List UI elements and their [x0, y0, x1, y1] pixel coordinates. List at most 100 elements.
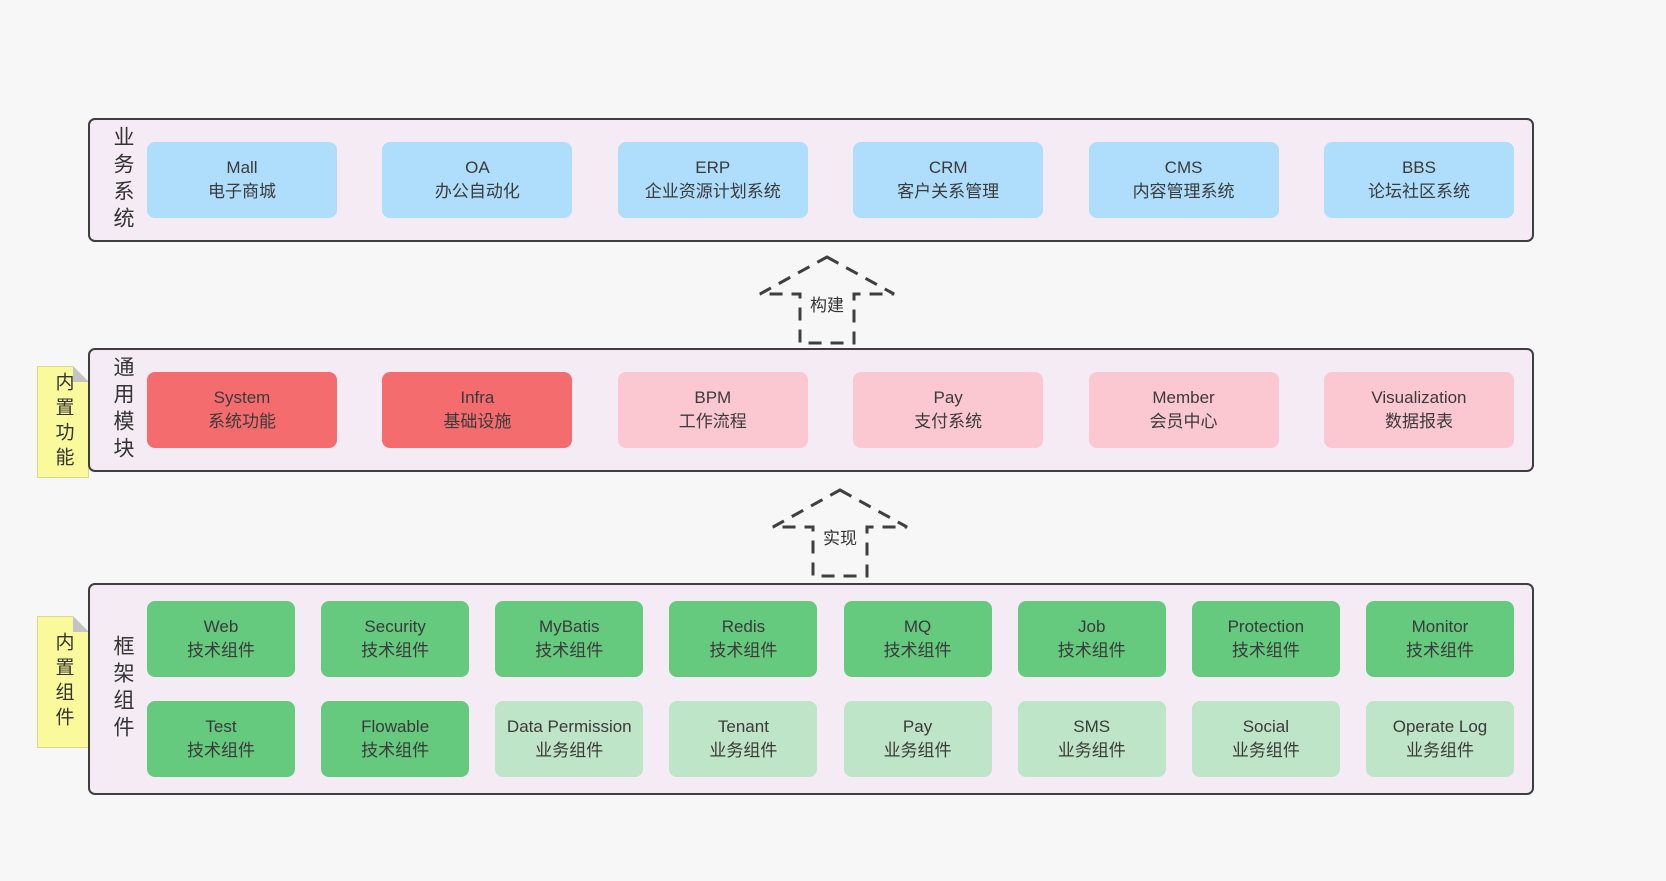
- layer-label-framework-components: 框架组件: [111, 635, 134, 743]
- box-subtitle: 业务组件: [1405, 741, 1474, 760]
- box-subtitle: 基础设施: [443, 412, 512, 431]
- component-rows: Web 技术组件 Security 技术组件 MyBatis 技术组件 Redi…: [147, 601, 1514, 777]
- sticky-note-text: 内置功能: [52, 372, 74, 472]
- sticky-note-text: 内置组件: [52, 632, 74, 732]
- box-title: Security: [364, 617, 426, 636]
- box-monitor: Monitor 技术组件: [1365, 601, 1514, 677]
- box-title: Social: [1242, 717, 1289, 736]
- box-mq: MQ 技术组件: [843, 601, 992, 677]
- layer-label-common-modules: 通用模块: [111, 356, 134, 464]
- box-title: Infra: [460, 388, 495, 407]
- box-sms: SMS 业务组件: [1017, 701, 1166, 777]
- box-title: CRM: [928, 158, 968, 177]
- box-subtitle: 内容管理系统: [1132, 182, 1235, 201]
- box-web: Web 技术组件: [147, 601, 295, 677]
- box-subtitle: 企业资源计划系统: [644, 182, 781, 201]
- box-subtitle: 技术组件: [709, 641, 778, 660]
- box-title: BBS: [1401, 158, 1436, 177]
- arrow-build-label: 构建: [807, 290, 847, 317]
- box-title: Mall: [226, 158, 258, 177]
- box-subtitle: 技术组件: [187, 641, 255, 660]
- box-redis: Redis 技术组件: [669, 601, 818, 677]
- box-subtitle: 支付系统: [914, 412, 983, 431]
- layer-framework-components: 框架组件 Web 技术组件 Security 技术组件 MyBatis 技术组件…: [88, 583, 1534, 795]
- box-pay: Pay 支付系统: [853, 372, 1044, 448]
- box-social: Social 业务组件: [1191, 701, 1340, 777]
- box-flowable: Flowable 技术组件: [321, 701, 470, 777]
- box-subtitle: 业务组件: [883, 741, 952, 760]
- box-security: Security 技术组件: [321, 601, 470, 677]
- box-title: Test: [205, 717, 237, 736]
- box-system: System 系统功能: [147, 372, 337, 448]
- business-box-row: Mall 电子商城 OA 办公自动化 ERP 企业资源计划系统 CRM 客户关系…: [147, 142, 1514, 218]
- box-title: ERP: [695, 158, 731, 177]
- box-subtitle: 业务组件: [1231, 741, 1300, 760]
- box-subtitle: 办公自动化: [434, 182, 520, 201]
- box-infra: Infra 基础设施: [382, 372, 573, 448]
- box-title: Redis: [721, 617, 766, 636]
- box-crm: CRM 客户关系管理: [853, 142, 1044, 218]
- box-visualization: Visualization 数据报表: [1323, 372, 1514, 448]
- layer-business-systems: 业务系统 Mall 电子商城 OA 办公自动化 ERP 企业资源计划系统 CRM…: [88, 118, 1534, 242]
- module-box-row: System 系统功能 Infra 基础设施 BPM 工作流程 Pay 支付系统…: [147, 372, 1514, 448]
- box-subtitle: 业务组件: [1057, 741, 1126, 760]
- box-mybatis: MyBatis 技术组件: [495, 601, 644, 677]
- box-title: Pay: [933, 388, 963, 407]
- box-subtitle: 会员中心: [1149, 412, 1218, 431]
- box-title: Data Permission: [506, 717, 632, 736]
- box-subtitle: 技术组件: [361, 741, 430, 760]
- box-title: Monitor: [1411, 617, 1469, 636]
- box-title: System: [213, 388, 271, 407]
- box-test: Test 技术组件: [147, 701, 295, 777]
- layer-common-modules: 通用模块 System 系统功能 Infra 基础设施 BPM 工作流程 Pay…: [88, 348, 1534, 472]
- box-subtitle: 论坛社区系统: [1367, 182, 1470, 201]
- box-bpm: BPM 工作流程: [617, 372, 808, 448]
- box-subtitle: 业务组件: [535, 741, 604, 760]
- box-title: CMS: [1164, 158, 1203, 177]
- box-title: Flowable: [361, 717, 430, 736]
- box-title: Job: [1077, 617, 1106, 636]
- sticky-note-builtin-features: 内置功能: [37, 366, 89, 478]
- box-subtitle: 技术组件: [1231, 641, 1300, 660]
- box-title: OA: [465, 158, 490, 177]
- component-row-2: Test 技术组件 Flowable 技术组件 Data Permission …: [147, 701, 1514, 777]
- box-subtitle: 业务组件: [709, 741, 778, 760]
- box-subtitle: 技术组件: [535, 641, 604, 660]
- sticky-note-builtin-components: 内置组件: [37, 616, 89, 748]
- layer-label-business-systems: 业务系统: [111, 126, 134, 234]
- box-pay-business: Pay 业务组件: [843, 701, 992, 777]
- box-title: Operate Log: [1392, 717, 1488, 736]
- arrow-implement-label: 实现: [820, 523, 860, 550]
- box-title: Pay: [902, 717, 933, 736]
- arrow-build: 构建: [757, 254, 897, 346]
- box-subtitle: 工作流程: [678, 412, 747, 431]
- box-subtitle: 技术组件: [1405, 641, 1474, 660]
- box-tenant: Tenant 业务组件: [669, 701, 818, 777]
- box-subtitle: 系统功能: [208, 412, 276, 431]
- box-subtitle: 技术组件: [187, 741, 255, 760]
- box-protection: Protection 技术组件: [1191, 601, 1340, 677]
- box-data-permission: Data Permission 业务组件: [495, 701, 644, 777]
- box-operate-log: Operate Log 业务组件: [1365, 701, 1514, 777]
- box-erp: ERP 企业资源计划系统: [617, 142, 808, 218]
- box-cms: CMS 内容管理系统: [1088, 142, 1279, 218]
- arrow-implement: 实现: [770, 487, 910, 579]
- box-subtitle: 技术组件: [361, 641, 430, 660]
- box-subtitle: 技术组件: [1057, 641, 1126, 660]
- box-title: Tenant: [717, 717, 769, 736]
- box-title: Member: [1152, 388, 1215, 407]
- box-title: MyBatis: [539, 617, 600, 636]
- box-oa: OA 办公自动化: [382, 142, 573, 218]
- box-mall: Mall 电子商城: [147, 142, 337, 218]
- box-subtitle: 电子商城: [208, 182, 276, 201]
- box-job: Job 技术组件: [1017, 601, 1166, 677]
- box-title: Web: [203, 617, 239, 636]
- box-bbs: BBS 论坛社区系统: [1323, 142, 1514, 218]
- box-subtitle: 技术组件: [883, 641, 952, 660]
- box-subtitle: 数据报表: [1384, 412, 1453, 431]
- box-subtitle: 客户关系管理: [897, 182, 1000, 201]
- component-row-1: Web 技术组件 Security 技术组件 MyBatis 技术组件 Redi…: [147, 601, 1514, 677]
- box-title: Visualization: [1371, 388, 1467, 407]
- box-title: BPM: [694, 388, 732, 407]
- box-title: MQ: [903, 617, 932, 636]
